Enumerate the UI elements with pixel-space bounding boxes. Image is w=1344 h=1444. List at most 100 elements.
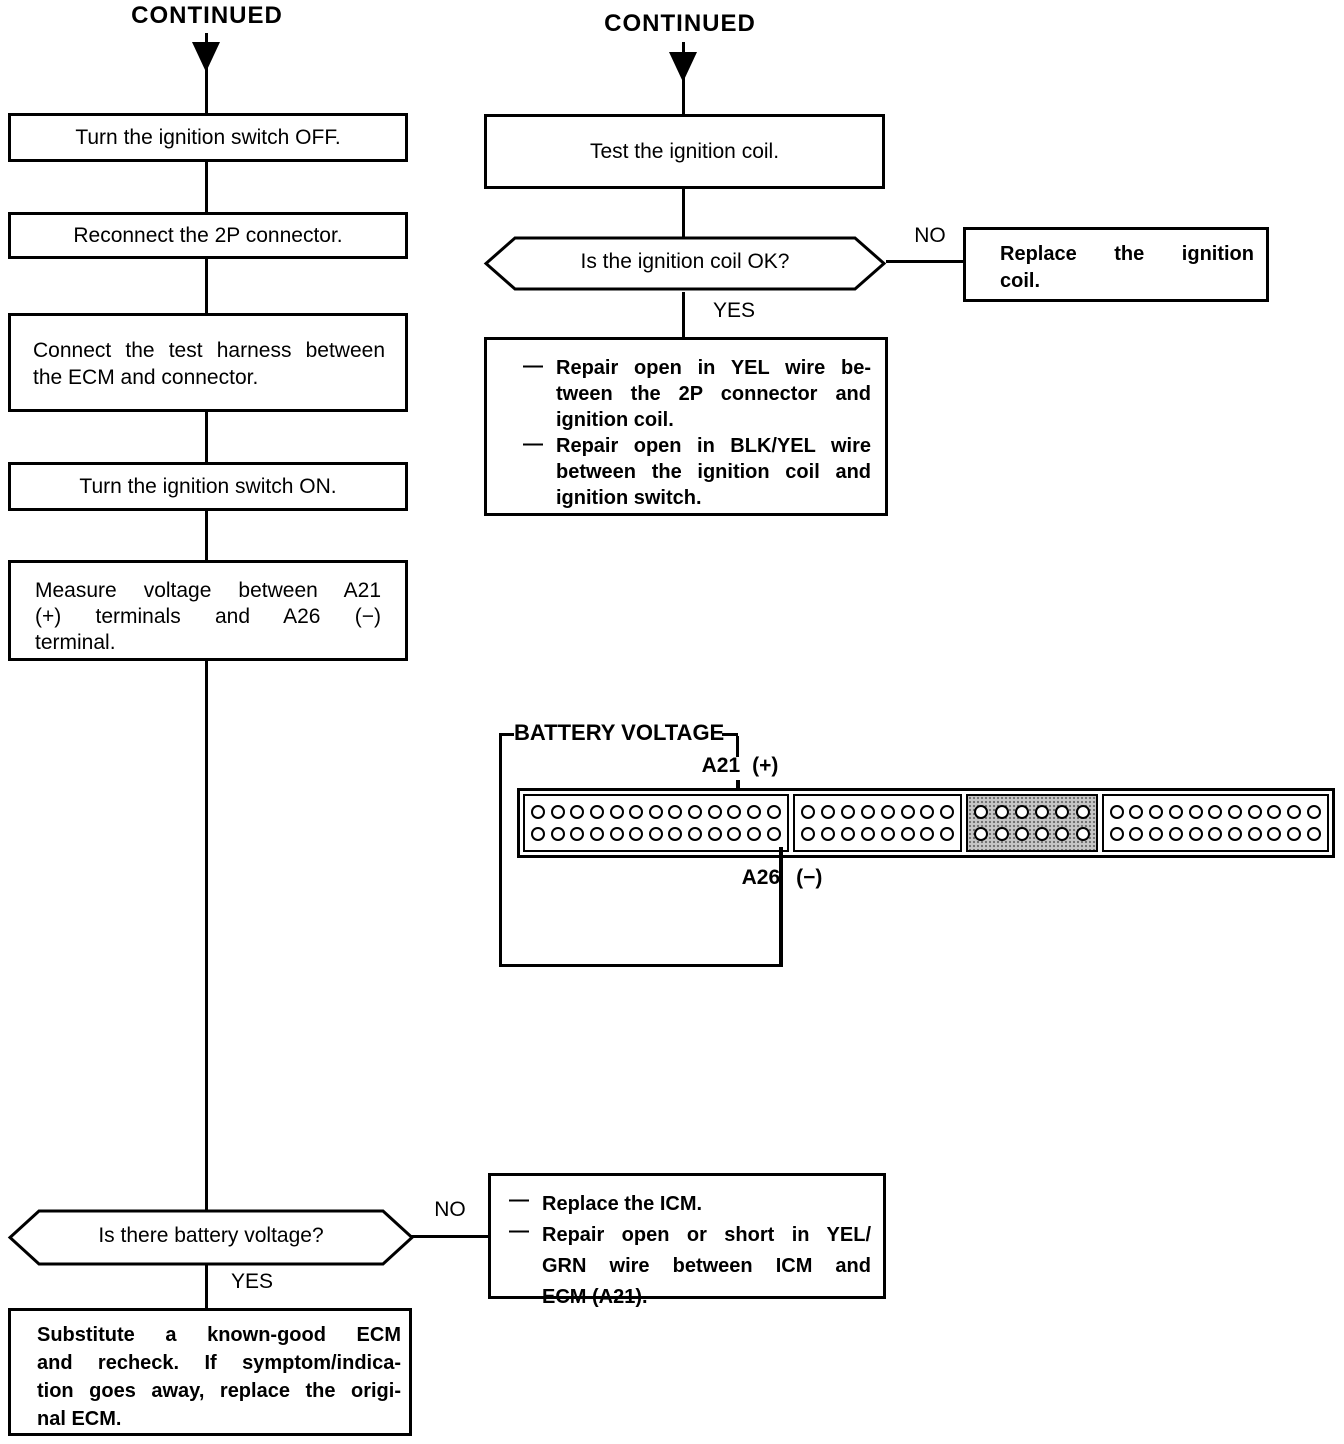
pin xyxy=(974,804,989,819)
pin xyxy=(629,804,644,819)
pin xyxy=(1306,804,1321,819)
dash-bullet-icon: — xyxy=(509,1220,529,1242)
pin xyxy=(994,827,1009,842)
result-box-substitute-ecm: Substitute a known-good ECM and recheck. … xyxy=(8,1308,412,1436)
pin xyxy=(1247,804,1262,819)
pin xyxy=(1306,827,1321,842)
pin xyxy=(766,827,781,842)
text-line: ignition switch. xyxy=(556,487,702,509)
step-box-test-ignition-coil: Test the ignition coil. xyxy=(484,114,885,189)
pin xyxy=(1075,827,1090,842)
dash-bullet-icon: — xyxy=(509,1189,529,1211)
flow-line xyxy=(682,189,685,237)
step-text: Turn the ignition switch ON. xyxy=(79,474,337,498)
pin xyxy=(707,827,722,842)
pin-row xyxy=(974,804,1090,819)
decision-hexagon-ignition-coil xyxy=(482,235,888,292)
pin xyxy=(747,804,762,819)
pin xyxy=(800,827,815,842)
pin xyxy=(1267,804,1282,819)
dash-bullet-icon: — xyxy=(523,355,543,377)
pin xyxy=(550,827,565,842)
pin xyxy=(1247,827,1262,842)
bullet-item: — Replace the ICM. xyxy=(509,1189,871,1220)
flow-line xyxy=(205,162,208,212)
pin-a21-label: A21 (+) xyxy=(640,754,840,778)
text-line: tween the 2P connector and xyxy=(556,383,871,405)
continued-label-right: CONTINUED xyxy=(604,10,756,37)
pin xyxy=(880,804,895,819)
text-line: the ECM and connector. xyxy=(33,366,259,389)
connector-section-c xyxy=(966,794,1098,852)
step-text: Test the ignition coil. xyxy=(589,139,780,163)
no-label: NO xyxy=(434,1198,466,1221)
flow-line xyxy=(205,412,208,462)
pin xyxy=(589,827,604,842)
pin xyxy=(840,827,855,842)
pin xyxy=(974,827,989,842)
pin xyxy=(1168,827,1183,842)
flow-line xyxy=(205,511,208,560)
pin-row xyxy=(800,827,955,842)
pin xyxy=(1208,827,1223,842)
yes-label: YES xyxy=(230,1270,274,1293)
text-line: Measure voltage between A21 xyxy=(35,579,381,602)
pin xyxy=(688,804,703,819)
decision-text: Is the ignition coil OK? xyxy=(580,250,790,273)
measure-loop-left-stub xyxy=(499,733,514,736)
text-line: and recheck. If symptom/indica- xyxy=(37,1352,401,1374)
text-line: ECM (A21). xyxy=(542,1286,648,1308)
pin xyxy=(1188,827,1203,842)
step-box-ignition-off: Turn the ignition switch OFF. xyxy=(8,113,408,162)
pin xyxy=(747,827,762,842)
pin xyxy=(570,827,585,842)
pin xyxy=(531,827,545,842)
pin xyxy=(550,804,565,819)
flow-line xyxy=(205,259,208,313)
decision-text: Is there battery voltage? xyxy=(98,1224,324,1247)
pin xyxy=(589,804,604,819)
text-line: between the ignition coil and xyxy=(556,461,871,483)
pin xyxy=(727,804,742,819)
step-text: Reconnect the 2P connector. xyxy=(73,223,343,247)
text-line: Replace the ignition xyxy=(1000,243,1254,265)
pin xyxy=(609,804,624,819)
measure-loop-left-line xyxy=(499,733,502,967)
pin xyxy=(1014,804,1029,819)
text-line: nal ECM. xyxy=(37,1408,122,1430)
pin xyxy=(668,827,683,842)
pin xyxy=(1109,804,1124,819)
flow-line xyxy=(205,661,208,1211)
flow-line xyxy=(205,1263,208,1308)
pin xyxy=(1109,827,1124,842)
pin xyxy=(940,804,955,819)
pin xyxy=(648,804,663,819)
pin xyxy=(800,804,815,819)
pin xyxy=(1188,804,1203,819)
pin xyxy=(840,804,855,819)
step-text: Turn the ignition switch OFF. xyxy=(75,125,341,149)
pin-row xyxy=(531,804,781,819)
pin xyxy=(900,827,915,842)
pin-a26-sign: (−) xyxy=(796,866,823,889)
connector-section-b xyxy=(792,794,963,852)
pin xyxy=(1228,804,1242,819)
pin xyxy=(1075,804,1090,819)
result-box-replace-icm: —Replace the ICM.—Repair open or short i… xyxy=(488,1173,886,1308)
pin xyxy=(820,827,835,842)
pin xyxy=(920,827,935,842)
pin xyxy=(531,804,545,819)
bullet-item: —Repair open in YEL wire be-tween the 2P… xyxy=(523,355,871,433)
pin-a21-name: A21 xyxy=(701,754,741,777)
pin-row xyxy=(1109,804,1321,819)
arrow-down-icon xyxy=(192,42,220,72)
pin xyxy=(1055,827,1070,842)
pin-row xyxy=(1109,827,1321,842)
text-line: Repair open in BLK/YEL wire xyxy=(556,435,871,457)
text-line: Replace the ICM. xyxy=(542,1193,703,1215)
text-line: Substitute a known-good ECM xyxy=(37,1324,401,1346)
